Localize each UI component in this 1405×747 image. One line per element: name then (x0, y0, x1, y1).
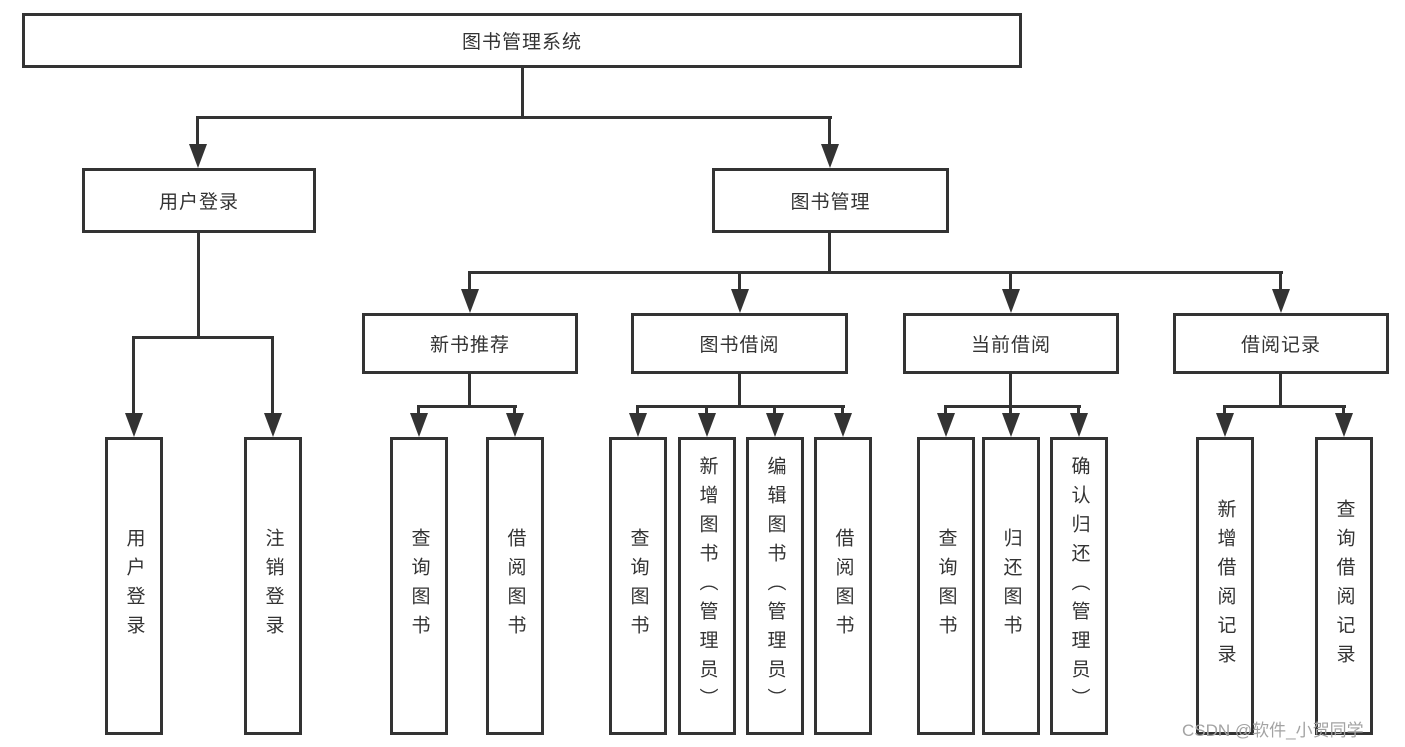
node-book-management: 图书管理 (712, 168, 949, 233)
leaf-logout: 注销登录 (244, 437, 302, 735)
connector-line (828, 233, 831, 273)
leaf-logout-label: 注销登录 (262, 528, 284, 644)
arrow-down-icon (1335, 413, 1353, 437)
connector-line (468, 271, 471, 293)
node-current-borrowing: 当前借阅 (903, 313, 1119, 374)
connector-line (468, 373, 471, 408)
connector-line (417, 405, 517, 408)
watermark: CSDN @软件_小贺同学 (1182, 721, 1364, 740)
connector-line (944, 405, 947, 417)
arrow-down-icon (1272, 289, 1290, 313)
node-borrowing-records: 借阅记录 (1173, 313, 1389, 374)
leaf-current-confirm-return-admin-label: 确认归还（管理员） (1068, 455, 1090, 717)
arrow-down-icon (189, 144, 207, 168)
arrow-down-icon (506, 413, 524, 437)
connector-line (1223, 405, 1226, 417)
connector-line (1342, 405, 1345, 417)
node-borrowing-records-label: 借阅记录 (1240, 335, 1321, 356)
arrow-down-icon (1002, 289, 1020, 313)
connector-line (738, 271, 741, 293)
connector-line (197, 233, 200, 338)
connector-line (841, 405, 844, 417)
arrow-down-icon (1002, 413, 1020, 437)
connector-line (705, 405, 708, 417)
connector-line (1077, 405, 1080, 417)
node-root-label: 图书管理系统 (461, 32, 582, 53)
leaf-records-query-record-label: 查询借阅记录 (1333, 499, 1355, 673)
arrow-down-icon (629, 413, 647, 437)
arrow-down-icon (125, 413, 143, 437)
node-book-management-label: 图书管理 (790, 192, 871, 213)
node-current-borrowing-label: 当前借阅 (970, 335, 1051, 356)
connector-line (521, 68, 524, 118)
connector-line (468, 271, 1283, 274)
connector-line (636, 405, 845, 408)
arrow-down-icon (766, 413, 784, 437)
connector-line (828, 116, 831, 148)
connector-line (1279, 373, 1282, 408)
node-user-login: 用户登录 (82, 168, 316, 233)
arrow-down-icon (264, 413, 282, 437)
connector-line (738, 373, 741, 408)
arrow-down-icon (731, 289, 749, 313)
connector-line (196, 116, 832, 119)
connector-line (944, 405, 1081, 408)
arrow-down-icon (461, 289, 479, 313)
leaf-borrowing-borrow-books-label: 借阅图书 (832, 528, 854, 644)
connector-line (271, 336, 274, 416)
connector-line (417, 405, 420, 417)
arrow-down-icon (937, 413, 955, 437)
connector-line (1009, 405, 1012, 417)
connector-line (1009, 373, 1012, 408)
leaf-borrowing-query-books: 查询图书 (609, 437, 667, 735)
connector-line (132, 336, 135, 416)
leaf-borrowing-edit-books-admin-label: 编辑图书（管理员） (764, 455, 786, 717)
arrow-down-icon (834, 413, 852, 437)
leaf-user-login-label: 用户登录 (123, 528, 145, 644)
leaf-user-login: 用户登录 (105, 437, 163, 735)
connector-line (773, 405, 776, 417)
connector-line (196, 116, 199, 148)
leaf-records-add-record-label: 新增借阅记录 (1214, 499, 1236, 673)
arrow-down-icon (821, 144, 839, 168)
arrow-down-icon (410, 413, 428, 437)
node-book-borrowing-label: 图书借阅 (699, 335, 780, 356)
arrow-down-icon (1216, 413, 1234, 437)
leaf-newbook-query-books: 查询图书 (390, 437, 448, 735)
connector-line (1279, 271, 1282, 293)
leaf-records-query-record: 查询借阅记录 (1315, 437, 1373, 735)
connector-line (1223, 405, 1346, 408)
node-book-borrowing: 图书借阅 (631, 313, 848, 374)
arrow-down-icon (698, 413, 716, 437)
node-root: 图书管理系统 (22, 13, 1022, 68)
arrow-down-icon (1070, 413, 1088, 437)
node-user-login-label: 用户登录 (158, 192, 239, 213)
connector-line (513, 405, 516, 417)
node-new-book-recommendation: 新书推荐 (362, 313, 578, 374)
node-new-book-recommendation-label: 新书推荐 (429, 335, 510, 356)
leaf-current-query-books: 查询图书 (917, 437, 975, 735)
leaf-borrowing-add-books-admin: 新增图书（管理员） (678, 437, 736, 735)
leaf-current-return-books: 归还图书 (982, 437, 1040, 735)
connector-line (636, 405, 639, 417)
leaf-borrowing-query-books-label: 查询图书 (627, 528, 649, 644)
leaf-newbook-query-books-label: 查询图书 (408, 528, 430, 644)
leaf-current-confirm-return-admin: 确认归还（管理员） (1050, 437, 1108, 735)
connector-line (132, 336, 274, 339)
leaf-newbook-borrow-books: 借阅图书 (486, 437, 544, 735)
leaf-current-return-books-label: 归还图书 (1000, 528, 1022, 644)
leaf-records-add-record: 新增借阅记录 (1196, 437, 1254, 735)
leaf-current-query-books-label: 查询图书 (935, 528, 957, 644)
leaf-borrowing-add-books-admin-label: 新增图书（管理员） (696, 455, 718, 717)
leaf-borrowing-edit-books-admin: 编辑图书（管理员） (746, 437, 804, 735)
leaf-borrowing-borrow-books: 借阅图书 (814, 437, 872, 735)
leaf-newbook-borrow-books-label: 借阅图书 (504, 528, 526, 644)
connector-line (1009, 271, 1012, 293)
